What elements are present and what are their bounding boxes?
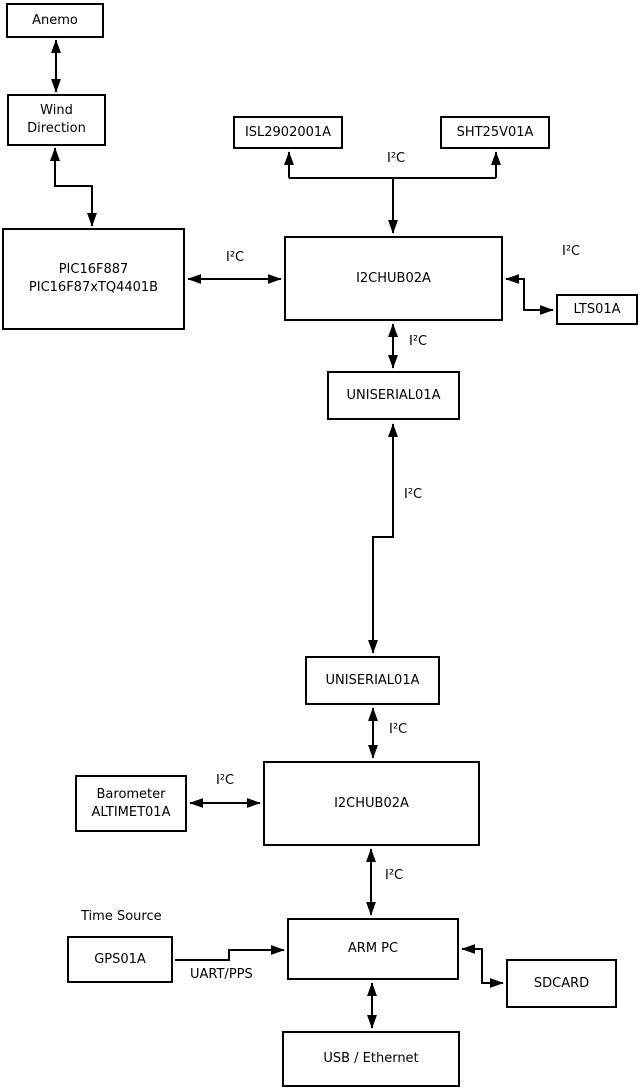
node-uniserial01a-1: UNISERIAL01A	[327, 371, 460, 420]
node-gps01a: GPS01A	[67, 936, 173, 983]
edge-armpc-sdcard	[461, 944, 504, 988]
node-i2chub02a-2-label: I2CHUB02A	[334, 795, 409, 811]
node-barometer-label-line2: ALTIMET01A	[91, 804, 171, 820]
node-sdcard: SDCARD	[506, 959, 617, 1008]
edge-winddirection-pic	[50, 147, 97, 227]
node-arm-pc-label: ARM PC	[347, 941, 399, 957]
edge-label-i2c-hub1-uniserial1: I²C	[409, 334, 428, 349]
node-sdcard-label: SDCARD	[533, 975, 590, 991]
node-arm-pc: ARM PC	[287, 918, 459, 980]
edge-hub1-lts	[505, 274, 554, 315]
edge-gps-armpc	[175, 945, 285, 961]
edge-label-i2c-barometer-hub2: I²C	[216, 773, 235, 788]
node-pic-label-line2: PIC16F87xTQ4401B	[28, 280, 159, 295]
node-lts01a-label: LTS01A	[573, 301, 621, 317]
node-usb-ethernet-label: USB / Ethernet	[323, 1051, 419, 1067]
node-uniserial01a-2-label: UNISERIAL01A	[325, 672, 420, 688]
node-i2chub02a-2: I2CHUB02A	[263, 761, 480, 846]
node-wind-direction-label-line2: Direction	[27, 121, 86, 136]
node-sht25v01a-label: SHT25V01A	[456, 124, 534, 140]
edge-label-uart-pps: UART/PPS	[190, 967, 253, 982]
node-anemo-label: Anemo	[32, 12, 78, 28]
edge-label-i2c-uniserial-link: I²C	[404, 487, 423, 502]
edge-uniserial1-uniserial2	[368, 423, 398, 654]
node-barometer: Barometer ALTIMET01A	[75, 775, 187, 832]
node-gps01a-label: GPS01A	[94, 951, 146, 967]
edge-label-time-source: Time Source	[81, 909, 162, 924]
node-lts01a: LTS01A	[556, 294, 638, 325]
node-uniserial01a-1-label: UNISERIAL01A	[346, 387, 441, 403]
node-wind-direction: Wind Direction	[7, 94, 106, 146]
node-barometer-label-line1: Barometer	[96, 786, 166, 802]
node-anemo: Anemo	[6, 3, 104, 38]
node-isl2902001a-label: ISL2902001A	[244, 124, 332, 140]
node-uniserial01a-2: UNISERIAL01A	[305, 656, 440, 705]
edge-label-i2c-pic-hub1: I²C	[226, 250, 245, 265]
edge-label-i2c-hub1-lts: I²C	[562, 244, 581, 259]
node-i2chub02a-1-label: I2CHUB02A	[356, 270, 431, 286]
node-pic: PIC16F887 PIC16F87xTQ4401B	[2, 228, 185, 330]
edge-label-i2c-sensors: I²C	[387, 151, 406, 166]
node-wind-direction-label-line1: Wind	[40, 103, 73, 119]
node-sht25v01a: SHT25V01A	[440, 116, 550, 149]
edge-label-i2c-uniserial2-hub2: I²C	[389, 722, 408, 737]
edge-label-i2c-hub2-armpc: I²C	[385, 868, 404, 883]
node-usb-ethernet: USB / Ethernet	[282, 1031, 460, 1087]
node-i2chub02a-1: I2CHUB02A	[284, 236, 503, 321]
node-pic-label-line1: PIC16F887	[58, 262, 129, 278]
node-isl2902001a: ISL2902001A	[233, 116, 343, 149]
